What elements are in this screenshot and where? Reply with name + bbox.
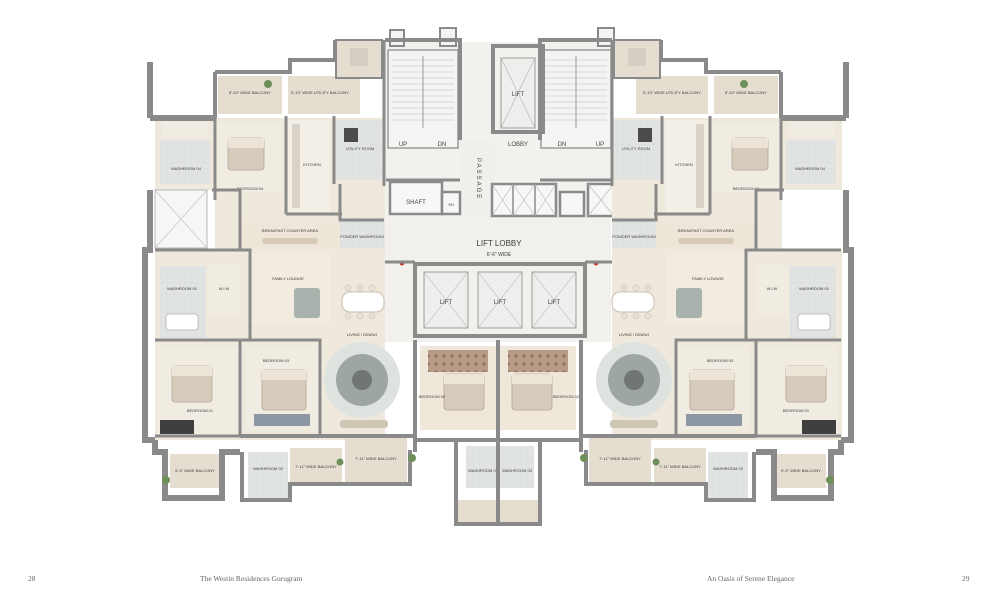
staircase-left [387,49,459,149]
stair-down-label-left: DN [438,142,447,148]
balcony-1-label-left: 7'-11" WIDE BALCONY [295,464,337,469]
powder-room-left [340,218,384,248]
lift-top-label: LIFT [512,92,525,98]
bedroom-02-label-right: BEDROOM 02 [553,394,580,399]
kitchen-label-right: KITCHEN [675,162,693,167]
bedroom-03-label-left: BEDROOM 03 [263,358,290,363]
utility-balcony-label-left: 5'-10" WIDE UTILITY BALCONY [291,90,349,95]
kitchen-label-left: KITCHEN [303,162,321,167]
bedroom-03-label-right: BEDROOM 03 [707,358,734,363]
balcony-2-label-right: 7'-11" WIDE BALCONY [599,456,641,461]
family-lounge-label-right: FAMILY LOUNGE [692,276,724,281]
dining-table-right [611,284,655,320]
footer-title-left: The Westin Residences Gurugram [200,574,303,583]
utility-room-left [336,120,382,180]
dining-table-left [341,284,385,320]
washroom-04-right [786,140,836,184]
stair-down-label-right: DN [558,142,567,148]
utility-room-right [614,120,660,180]
living-area-left [324,342,400,428]
living-area-right [596,342,672,428]
balcony-2-left [345,438,407,482]
lift-lobby-width-label: 6'-6" WIDE [487,252,512,258]
family-lounge-label-left: FAMILY LOUNGE [272,276,304,281]
balcony-small-label-right: 5'-10" WIDE BALCONY [725,90,767,95]
lift-top: LIFT [491,44,545,134]
shaft-label-2: SHAFT [406,200,426,206]
lobby-label: LOBBY [508,142,528,148]
washroom-04-label-left: WASHROOM 04 [171,166,202,171]
lift-3-label: LIFT [548,300,561,306]
breakfast-area-left [240,222,340,248]
plant-icons [162,80,834,484]
footer-page-number-left: 28 [28,574,36,583]
wiw-right [756,264,788,316]
balcony-1-label-right: 7'-11" WIDE BALCONY [659,464,701,469]
lift-lobby-label: LIFT LOBBY [476,239,522,248]
washroom-03-right [500,446,534,488]
bedroom-04-label-left: BEDROOM 04 [237,186,264,191]
bedroom-04-label-right: BEDROOM 04 [733,186,760,191]
light-well-left [154,189,208,249]
left-unit: 5'-10" WIDE BALCONY 5'-10" WIDE UTILITY … [155,39,500,522]
balcony-2-right [589,438,651,482]
bedroom-01-label-left: BEDROOM 01 [187,408,214,413]
footer-page-number-right: 29 [962,574,970,583]
washroom-03-label-right: WASHROOM 03 [502,468,533,473]
lifts-bottom: LIFT LIFT LIFT [413,262,587,338]
stair-up-label-right: UP [596,142,604,148]
balcony-3-left [170,454,220,488]
bedroom-02-label-left: BEDROOM 02 [419,394,446,399]
powder-label-left: POWDER WASHROOM [340,234,383,239]
washroom-03-left [466,446,500,488]
core: UP DN DN UP LIFT LOBBY P SH PASSAGE SHAF… [341,27,659,342]
balcony-small-label-left: 5'-10" WIDE BALCONY [229,90,271,95]
washroom-02-label-right: WASHROOM 02 [713,466,744,471]
walls [142,38,854,526]
floor-plan: UP DN DN UP LIFT LOBBY P SH PASSAGE SHAF… [142,27,854,526]
washroom-02-left [248,452,288,498]
wiw-label-right: W.I.W [767,286,778,291]
breakfast-area-label-left: BREAKFAST COUNTER AREA [262,228,318,233]
lift-1-label: LIFT [440,300,453,306]
balcony-1-right [654,448,706,482]
washroom-03-label-left: WASHROOM 03 [468,468,499,473]
lift-lobby: LIFT LOBBY 6'-6" WIDE [388,222,610,262]
wiw-label-left: W.I.W [219,286,230,291]
stair-up-label-left: UP [399,142,407,148]
balcony-3-label-right: 9'-0" WIDE BALCONY [781,468,821,473]
utility-balcony-label-right: 5'-10" WIDE UTILITY BALCONY [643,90,701,95]
washroom-01-label-right: WASHROOM 01 [799,286,830,291]
staircase-right [540,49,612,149]
balcony-3-right [776,454,826,488]
balcony-2-label-left: 7'-11" WIDE BALCONY [355,456,397,461]
balcony-top-left [218,76,282,114]
dining-label-right: LIVING / DINING [619,332,649,337]
breakfast-area-label-right: BREAKFAST COUNTER AREA [678,228,734,233]
passage: PASSAGE [460,140,494,220]
utility-balcony-right [636,76,708,114]
duct-box-left [439,27,457,47]
washroom-02-label-left: WASHROOM 02 [253,466,284,471]
breakfast-area-right [656,222,756,248]
washroom-02-right [708,452,748,498]
dining-label-left: LIVING / DINING [347,332,377,337]
balcony-3-label-left: 9'-0" WIDE BALCONY [175,468,215,473]
lift-2-label: LIFT [494,300,507,306]
bedroom-01-label-right: BEDROOM 01 [783,408,810,413]
powder-room-right [612,218,656,248]
washroom-04-label-right: WASHROOM 04 [795,166,826,171]
washroom-04-left [160,140,210,184]
utility-room-label-right: UTILITY ROOM [622,146,650,151]
utility-room-label-left: UTILITY ROOM [346,146,374,151]
balcony-1-left [290,448,342,482]
wiw-left [208,264,240,316]
passage-label: PASSAGE [475,158,481,200]
powder-label-right: POWDER WASHROOM [612,234,655,239]
footer-title-right: An Oasis of Serene Elegance [707,574,795,583]
washroom-01-label-left: WASHROOM 01 [167,286,198,291]
utility-balcony-left [288,76,360,114]
sh-label: SH [448,202,454,207]
